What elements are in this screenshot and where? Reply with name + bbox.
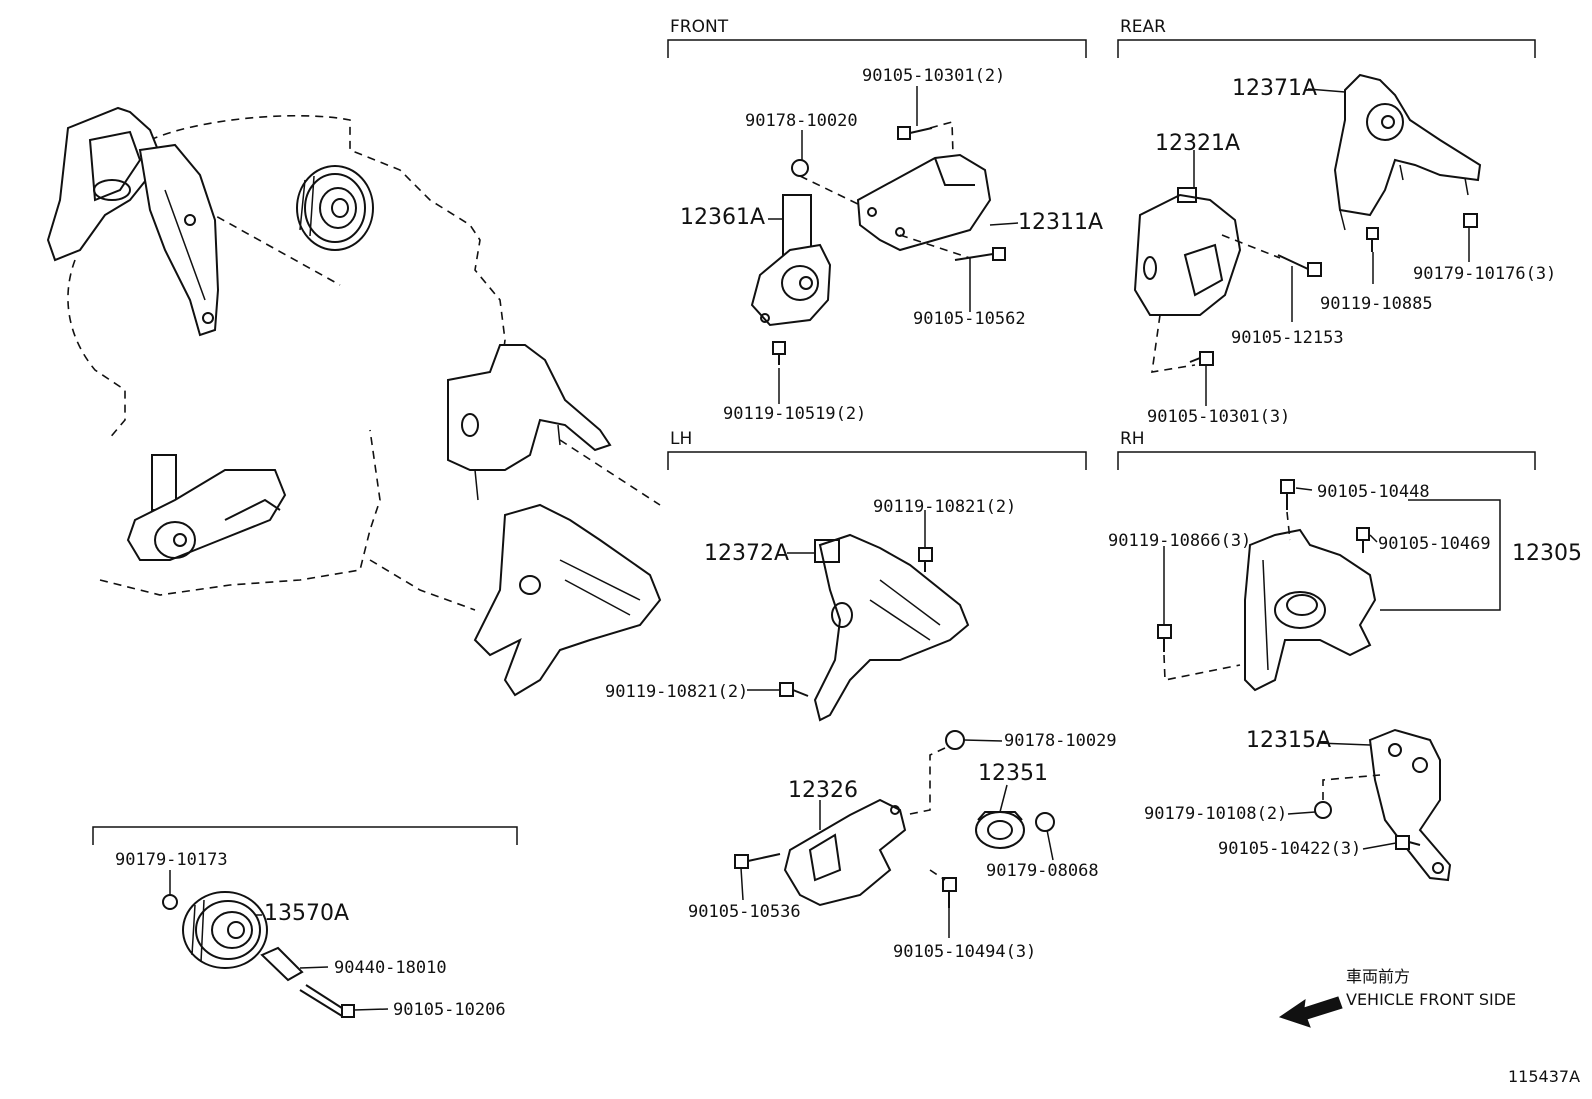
section-bracket-rh [1117, 451, 1536, 470]
part-label-12371A: 12371A [1232, 76, 1318, 101]
part-label-12361A: 12361A [680, 205, 766, 230]
part-label-12305: 12305 [1512, 541, 1582, 566]
part-label-12315A: 12315A [1246, 728, 1332, 753]
fastener-label-90105-10448: 90105-10448 [1317, 482, 1430, 502]
legend-japanese: 車両前方 [1346, 967, 1411, 986]
fastener-label-90440-18010: 90440-18010 [334, 958, 447, 978]
rh-lower-fasteners [1314, 774, 1421, 850]
fastener-label-90105-10562: 90105-10562 [913, 309, 1026, 329]
fastener-label-90105-10301-3: 90105-10301(3) [1147, 407, 1291, 427]
part-label-13570A: 13570A [264, 901, 350, 926]
fastener-label-90119-10885: 90119-10885 [1320, 294, 1433, 314]
part-label-12372A: 12372A [704, 541, 790, 566]
part-12305-shape [1244, 528, 1377, 692]
fastener-label-90105-10206: 90105-10206 [393, 1000, 506, 1020]
engine-bracket-upper [46, 106, 220, 337]
part-12372A-shape [813, 533, 970, 722]
lower-mid-fasteners [734, 730, 965, 908]
fastener-label-90105-10536: 90105-10536 [688, 902, 801, 922]
legend-vehicle-front-side: VEHICLE FRONT SIDE [1346, 990, 1517, 1009]
pulley-fasteners [162, 894, 355, 1018]
section-bracket-pulley [92, 826, 518, 845]
part-12311A-shape [856, 153, 992, 252]
fastener-label-90119-10821-2-lower: 90119-10821(2) [605, 682, 749, 702]
fastener-label-90178-10029: 90178-10029 [1004, 731, 1117, 751]
section-bracket-front [667, 39, 1087, 58]
section-bracket-lh [667, 451, 1087, 470]
part-12361A-shape [750, 194, 832, 327]
engine-mount-lower [473, 503, 662, 697]
figure-number: 115437A [1508, 1067, 1581, 1086]
fastener-label-90179-10173: 90179-10173 [115, 850, 228, 870]
fastener-label-90179-08068: 90179-08068 [986, 861, 1099, 881]
part-13570A-shape [182, 891, 268, 969]
fastener-label-90179-10108-2: 90179-10108(2) [1144, 804, 1288, 824]
part-label-12326: 12326 [788, 778, 858, 803]
engine-outline [67, 114, 661, 611]
part-12371A-shape [1333, 73, 1482, 231]
part-12315A-shape [1368, 728, 1452, 882]
rear-fasteners [1151, 213, 1478, 373]
rh-fasteners [1157, 479, 1501, 681]
fastener-label-90178-10020: 90178-10020 [745, 111, 858, 131]
fastener-label-90105-10494-3: 90105-10494(3) [893, 942, 1037, 962]
part-12351-shape [975, 811, 1055, 849]
section-label-front: FRONT [670, 17, 729, 37]
part-12321A-shape [1133, 187, 1242, 316]
vehicle-front-arrow-icon [1278, 996, 1343, 1028]
part-label-12311A: 12311A [1018, 210, 1104, 235]
engine-mount-left [126, 454, 287, 561]
fastener-label-90119-10519-2: 90119-10519(2) [723, 404, 867, 424]
fastener-label-90119-10866-3: 90119-10866(3) [1108, 531, 1252, 551]
part-label-12321A: 12321A [1155, 131, 1241, 156]
fastener-label-90105-10422-3: 90105-10422(3) [1218, 839, 1362, 859]
engine-pulley [296, 165, 374, 251]
part-label-12351: 12351 [978, 761, 1048, 786]
fastener-label-90105-12153: 90105-12153 [1231, 328, 1344, 348]
fastener-label-90105-10301-2: 90105-10301(2) [862, 66, 1006, 86]
leader-lines [169, 86, 1470, 1011]
section-label-rh: RH [1120, 429, 1145, 449]
section-bracket-rear [1117, 39, 1536, 58]
fastener-label-90105-10469: 90105-10469 [1378, 534, 1491, 554]
front-fasteners [772, 120, 1006, 365]
section-label-lh: LH [670, 429, 693, 449]
section-label-rear: REAR [1120, 17, 1166, 37]
fastener-label-90179-10176-3: 90179-10176(3) [1413, 264, 1557, 284]
engine-mount-right-upper [447, 344, 612, 501]
part-12326-shape [783, 798, 907, 907]
fastener-label-90119-10821-2-upper: 90119-10821(2) [873, 497, 1017, 517]
